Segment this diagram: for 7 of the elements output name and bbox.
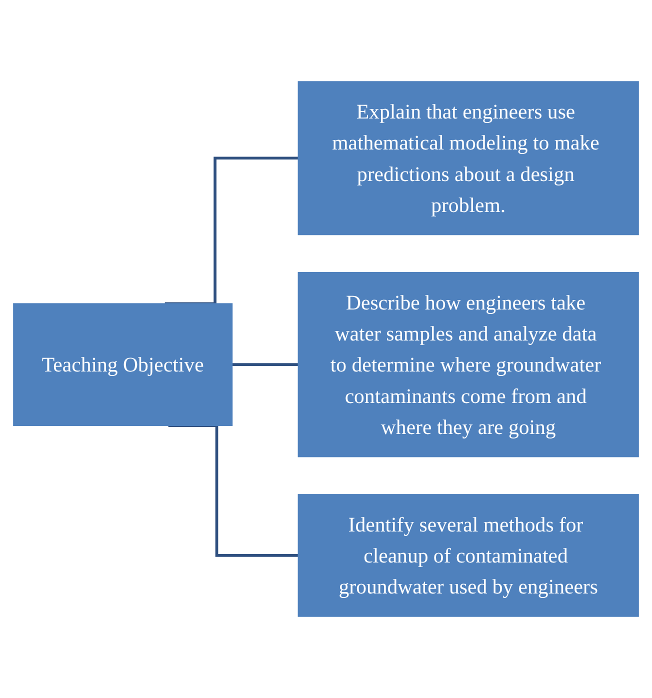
node-box: Describe how engineers take water samples and analyze data to determine where groundwater contaminants come from and where they are going bbox=[298, 272, 639, 458]
node-box: Teaching Objective bbox=[13, 303, 233, 426]
node-box: Identify several methods for cleanup of contaminated groundwater used by engineers bbox=[298, 494, 639, 617]
connector bbox=[232, 363, 298, 366]
connector bbox=[164, 156, 298, 306]
connector bbox=[168, 424, 298, 557]
node-box: Explain that engineers use mathematical modeling to make predictions about a design problem. bbox=[298, 81, 639, 236]
